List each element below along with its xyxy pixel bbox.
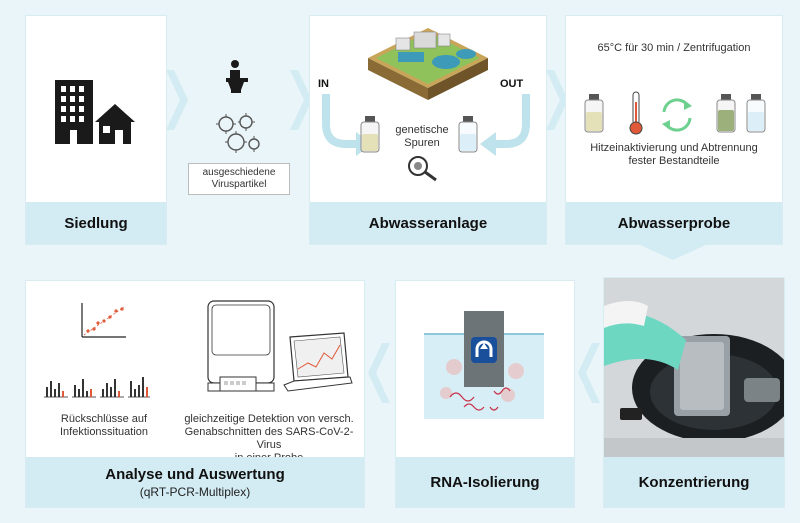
panel-analyse: Rückschlüsse auf Infektionssituation gle…	[26, 281, 364, 507]
analyse-right-line2: Genabschnitten des SARS-CoV-2-Virus	[184, 426, 354, 451]
chevron-right-icon	[166, 70, 188, 130]
abwasserprobe-desc-line1: Hitzeinaktivierung und Abtrennung	[590, 142, 758, 154]
traces-line1: genetische	[395, 124, 449, 136]
chevron-down-icon	[638, 244, 708, 260]
centrifuge-photo	[604, 278, 784, 457]
panel-abwasseranlage: IN OUT genetische Spuren Abwasseranlage	[310, 16, 546, 244]
traces-line2: Spuren	[404, 137, 440, 149]
panel-abwasserprobe: 65°C für 30 min / Zentrifugation Hitzein…	[566, 16, 782, 244]
rna-title: RNA-Isolierung	[430, 473, 540, 491]
treatment-plant-illustration	[368, 28, 488, 100]
scatter-plot-icon	[81, 303, 126, 338]
bar-charts-icon	[44, 377, 150, 398]
analyse-left-text: Rückschlüsse auf Infektionssituation	[34, 413, 174, 439]
building-house-icon	[55, 80, 135, 144]
thermometer-icon	[629, 91, 643, 135]
abwasserprobe-title: Abwasserprobe	[617, 214, 731, 232]
abwasserprobe-top-text: 65°C für 30 min / Zentrifugation	[597, 42, 751, 54]
siedlung-title: Siedlung	[64, 214, 128, 232]
sample-bottle-icon	[584, 94, 604, 133]
magnifier-virus-icon	[408, 156, 437, 182]
panel-konzentrierung: Konzentrierung	[604, 278, 784, 507]
pcr-instrument-laptop-illustration	[207, 300, 353, 392]
toilet-person-icon	[226, 60, 248, 93]
virus-label-line2: Viruspartikel	[211, 179, 267, 190]
chevron-left-icon	[578, 343, 600, 403]
analyse-left-line2: Infektionssituation	[59, 426, 149, 438]
sample-bottle-in-icon	[360, 116, 380, 153]
virus-particles-icon	[216, 113, 260, 153]
rna-isolation-illustration	[424, 311, 544, 419]
in-label: IN	[318, 78, 329, 90]
panel-rna: RNA-Isolierung	[396, 281, 574, 507]
chevron-right-icon	[546, 70, 568, 130]
konzentrierung-title: Konzentrierung	[638, 473, 750, 491]
cycle-arrows-icon	[662, 98, 692, 132]
sample-bottle-out-icon	[458, 116, 478, 153]
out-label: OUT	[500, 78, 524, 90]
analyse-title: Analyse und Auswertung	[105, 465, 285, 483]
traces-label: genetische Spuren	[392, 124, 452, 150]
sample-bottle-green-icon	[716, 94, 736, 133]
chevron-left-icon	[368, 343, 390, 403]
abwasserprobe-desc-line2: fester Bestandteile	[628, 155, 720, 167]
sample-bottle-clear-icon	[746, 94, 766, 133]
virus-label-box: ausgeschiedene Viruspartikel	[188, 163, 290, 195]
analyse-left-line1: Rückschlüsse auf	[60, 413, 148, 425]
chevron-right-icon	[290, 70, 312, 130]
virus-label-line1: ausgeschiedene	[202, 167, 276, 178]
abwasseranlage-title: Abwasseranlage	[368, 214, 488, 232]
out-arrow-icon	[480, 94, 530, 156]
analyse-right-line1: gleichzeitige Detektion von versch.	[184, 413, 354, 425]
panel-siedlung: Siedlung	[26, 16, 166, 244]
abwasserprobe-desc: Hitzeinaktivierung und Abtrennung fester…	[566, 142, 782, 168]
analyse-subtitle: (qRT-PCR-Multiplex)	[139, 484, 251, 499]
